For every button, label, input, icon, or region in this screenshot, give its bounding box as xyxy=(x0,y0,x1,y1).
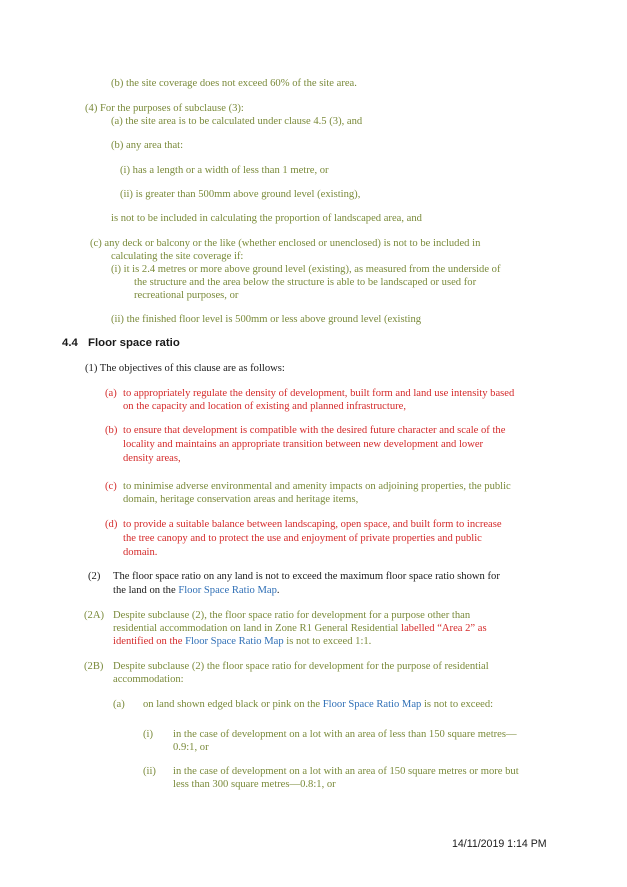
section-title: Floor space ratio xyxy=(88,337,180,349)
clause-2b-a-tail: is not to exceed: xyxy=(421,699,494,710)
section-number: 4.4 xyxy=(62,337,78,349)
subclause-c-i-line1: (i) it is 2.4 metres or more above groun… xyxy=(111,264,501,275)
objective-c-line1: to minimise adverse environmental and am… xyxy=(123,481,511,492)
clause-2b-a-label: (a) xyxy=(113,699,125,710)
subclause-4-intro: (4) For the purposes of subclause (3): xyxy=(85,103,244,114)
subclause-c-i-line3: recreational purposes, or xyxy=(134,290,239,301)
objective-c-label: (c) xyxy=(105,481,117,492)
subclause-c-line2: calculating the site coverage if: xyxy=(111,251,244,262)
objective-c-line2: domain, heritage conservation areas and … xyxy=(123,494,359,505)
clause-2-text: the land on the xyxy=(113,585,179,596)
subclause-4a: (a) the site area is to be calculated un… xyxy=(111,116,363,127)
subclause-4b: (b) any area that: xyxy=(111,140,184,151)
section-heading: 4.4 Floor space ratio xyxy=(62,337,180,350)
clause-2a-tail: is not to exceed 1:1. xyxy=(283,636,372,647)
subclause-c-ii: (ii) the finished floor level is 500mm o… xyxy=(111,314,422,325)
clause-2b-ii-label: (ii) xyxy=(143,766,156,777)
objective-d-label: (d) xyxy=(105,519,118,530)
print-timestamp: 14/11/2019 1:14 PM xyxy=(452,838,547,850)
clause-2a-amendment-cont: identified on the xyxy=(113,636,186,647)
objective-a-line1: to appropriately regulate the density of… xyxy=(123,388,515,399)
objective-b-label: (b) xyxy=(105,425,118,436)
clause-2b-i-line1: in the case of development on a lot with… xyxy=(173,729,517,740)
clause-2b-ii-line2: less than 300 square metres—0.8:1, or xyxy=(173,779,336,790)
clause-2b-a-text: on land shown edged black or pink on the… xyxy=(143,698,493,711)
clause-2-line1: The floor space ratio on any land is not… xyxy=(113,571,500,582)
objective-b-line3: density areas, xyxy=(123,453,181,464)
clause-2b-a-lead: on land shown edged black or pink on the xyxy=(143,699,323,710)
site-coverage-item: (b) the site coverage does not exceed 60… xyxy=(111,78,357,89)
subclause-c-line1: (c) any deck or balcony or the like (whe… xyxy=(90,238,481,249)
objectives-intro: (1) The objectives of this clause are as… xyxy=(85,363,285,374)
clause-2-period: . xyxy=(276,585,280,596)
floor-space-ratio-map-link[interactable]: Floor Space Ratio Map xyxy=(185,636,284,647)
subclause-4b-ii: (ii) is greater than 500mm above ground … xyxy=(120,189,361,200)
objective-d-line2: the tree canopy and to protect the use a… xyxy=(123,533,482,544)
clause-2b-line1: Despite subclause (2) the floor space ra… xyxy=(113,661,489,672)
subclause-4b-i: (i) has a length or a width of less than… xyxy=(120,165,329,176)
objective-d-line1: to provide a suitable balance between la… xyxy=(123,519,502,530)
objective-d-line3: domain. xyxy=(123,547,158,558)
clause-2b-ii-line1: in the case of development on a lot with… xyxy=(173,766,519,777)
objective-a-label: (a) xyxy=(105,388,117,399)
clause-2a-line2: residential accommodation on land in Zon… xyxy=(113,622,487,635)
subclause-c-i-line2: the structure and the area below the str… xyxy=(134,277,477,288)
subclause-4b-tail: is not to be included in calculating the… xyxy=(111,213,422,224)
clause-2b-line2: accommodation: xyxy=(113,674,184,685)
clause-2-line2: the land on the Floor Space Ratio Map. xyxy=(113,584,280,597)
clause-2a-line1: Despite subclause (2), the floor space r… xyxy=(113,610,471,621)
clause-2a-amendment: labelled “Area 2” as xyxy=(401,623,487,634)
floor-space-ratio-map-link[interactable]: Floor Space Ratio Map xyxy=(178,585,277,596)
clause-2b-i-line2: 0.9:1, or xyxy=(173,742,209,753)
clause-2-label: (2) xyxy=(88,571,101,582)
objective-a-line2: on the capacity and location of existing… xyxy=(123,401,406,412)
floor-space-ratio-map-link[interactable]: Floor Space Ratio Map xyxy=(322,699,422,710)
objective-b-line1: to ensure that development is compatible… xyxy=(123,425,506,436)
clause-2a-label: (2A) xyxy=(84,610,105,621)
clause-2a-text: residential accommodation on land in Zon… xyxy=(113,623,402,634)
clause-2b-i-label: (i) xyxy=(143,729,153,740)
clause-2b-label: (2B) xyxy=(84,661,104,672)
objective-b-line2: locality and maintains an appropriate tr… xyxy=(123,439,484,450)
clause-2a-line3: identified on the Floor Space Ratio Map … xyxy=(113,635,371,648)
